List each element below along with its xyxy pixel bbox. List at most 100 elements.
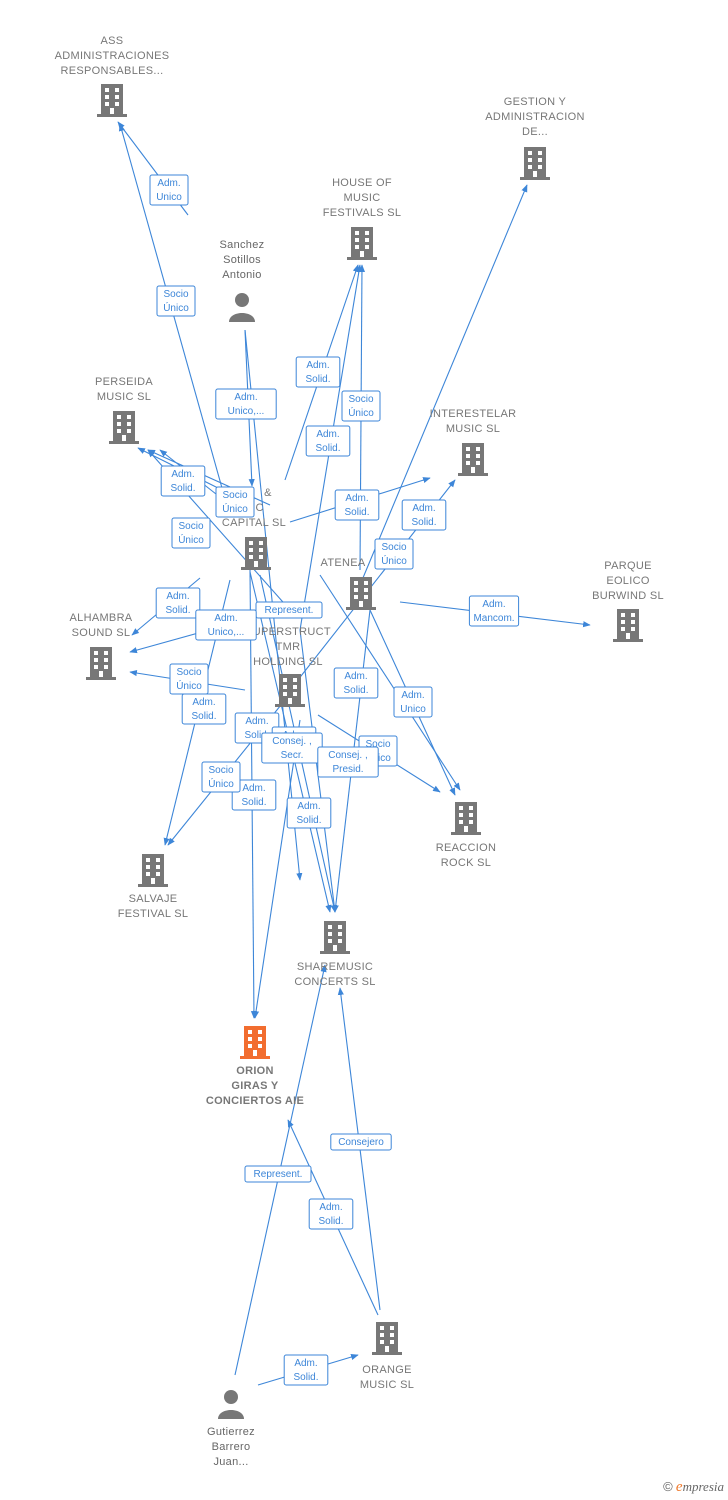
edge-label-6[interactable]: Adm. Solid.	[305, 425, 351, 457]
node-label-line: CONCIERTOS AIE	[206, 1095, 304, 1107]
edge-label-27[interactable]: Adm.Solid.	[286, 797, 332, 829]
building-icon	[320, 921, 350, 954]
edge-label-text: Adm.	[319, 1202, 342, 1213]
node-label-line: GIRAS Y	[231, 1080, 278, 1092]
edge-label-text: Adm.	[214, 613, 237, 624]
edge-label-22[interactable]: Adm.Solid.	[231, 779, 277, 811]
edge-label-text: Consej. ,	[272, 736, 311, 747]
edge-label-text: Solid.	[191, 711, 216, 722]
edge-label-11[interactable]: Adm.Solid.	[155, 587, 201, 619]
edge-label-3[interactable]: Adm.Unico,...	[215, 388, 277, 420]
edge-label-25[interactable]: Consej. , Presid.	[317, 746, 379, 778]
empresia-logo[interactable]: © empresia	[663, 1479, 724, 1496]
building-icon	[275, 674, 305, 707]
node-label-line: SOUND SL	[72, 627, 131, 639]
edge-label-8[interactable]: Adm.Solid.	[334, 489, 380, 521]
edge-label-17[interactable]: Represent.	[255, 601, 323, 619]
node-gutierrez[interactable]: GutierrezBarreroJuan...	[207, 1390, 255, 1468]
edge-label-9[interactable]: Adm.Solid.	[401, 499, 447, 531]
node-label-line: &	[264, 487, 272, 499]
edge-label-text: Solid.	[315, 443, 340, 454]
edge-label-text: Adm.	[157, 178, 180, 189]
node-label-line: PERSEIDA	[95, 376, 153, 388]
edge-label-32[interactable]: Adm.Unico,...	[195, 609, 257, 641]
node-label-line: MUSIC	[344, 192, 381, 204]
node-label-line: ROCK SL	[441, 857, 491, 869]
node-label-line: Antonio	[222, 269, 261, 281]
edge-label-16[interactable]: Adm.Mancom.	[468, 595, 520, 627]
edge-label-text: Adm.	[482, 599, 505, 610]
edge-label-text: Solid.	[305, 374, 330, 385]
edge-label-text: Represent.	[265, 605, 314, 616]
edge-label-23[interactable]: Consej. ,Secr.	[261, 732, 323, 764]
node-gestion[interactable]: GESTION YADMINISTRACIONDE...	[485, 96, 585, 180]
edge-label-text: Socio	[365, 739, 390, 750]
edge-label-text: Socio	[222, 490, 247, 501]
building-icon	[138, 854, 168, 887]
node-perseida[interactable]: PERSEIDA MUSIC SL	[95, 376, 153, 444]
building-icon	[109, 411, 139, 444]
building-icon	[240, 1026, 270, 1059]
building-icon	[613, 609, 643, 642]
edge-label-31[interactable]: Adm.Solid.	[283, 1354, 329, 1386]
brand-name: mpresia	[682, 1479, 724, 1494]
edge-labels-layer: Adm.UnicoSocioÚnicoAdm.Solid.Adm.Unico,.…	[149, 174, 520, 1386]
node-label-line: MUSIC SL	[97, 391, 151, 403]
node-label-line: ALHAMBRA	[70, 612, 133, 624]
node-label-line: ADMINISTRACIONES	[55, 50, 170, 62]
edge-label-text: Solid.	[411, 517, 436, 528]
node-atenea[interactable]: ATENEA	[321, 557, 377, 610]
edge-label-text: Unico	[156, 192, 182, 203]
edge-label-text: Adm.	[234, 392, 257, 403]
node-label-line: FESTIVAL SL	[118, 908, 189, 920]
node-label-line: MUSIC SL	[360, 1379, 414, 1391]
node-alhambra[interactable]: ALHAMBRA SOUND SL	[70, 612, 133, 680]
edge-label-14[interactable]: Adm.Solid.	[333, 667, 379, 699]
node-label-line: Sotillos	[223, 254, 261, 266]
edge-label-4[interactable]: Adm.Solid.	[295, 356, 341, 388]
node-label-line: BURWIND SL	[592, 590, 664, 602]
edge-27	[252, 719, 301, 1019]
edge-label-29[interactable]: Consejero	[330, 1133, 392, 1151]
edge-label-text: Presid.	[332, 764, 363, 775]
edge-25	[359, 184, 528, 586]
edge-label-2[interactable]: Adm.Solid.	[160, 465, 206, 497]
edge-label-30[interactable]: Represent.	[244, 1165, 312, 1183]
edge-label-text: Consej. ,	[328, 750, 367, 761]
edge-label-text: Adm.	[316, 429, 339, 440]
node-label-line: DE...	[522, 126, 548, 138]
edge-label-15[interactable]: Adm.Unico	[393, 686, 433, 718]
edge-label-0[interactable]: Adm. Unico	[149, 174, 189, 206]
edge-label-text: Solid.	[244, 730, 269, 741]
building-icon	[97, 84, 127, 117]
node-label-line: Juan...	[213, 1456, 248, 1468]
node-label-line: INTERESTELAR	[430, 408, 517, 420]
node-ass[interactable]: ASSADMINISTRACIONESRESPONSABLES...	[55, 35, 170, 117]
edge-label-text: Represent.	[254, 1169, 303, 1180]
edge-label-19[interactable]: Adm. Solid.	[181, 693, 227, 725]
node-label-line: MUSIC SL	[446, 423, 500, 435]
edge-label-28[interactable]: Adm.Solid.	[308, 1198, 354, 1230]
edge-label-text: Único	[348, 406, 374, 419]
edge-label-text: Adm.	[245, 716, 268, 727]
edge-label-text: Adm.	[192, 697, 215, 708]
node-interestelar[interactable]: INTERESTELAR MUSIC SL	[430, 408, 517, 476]
